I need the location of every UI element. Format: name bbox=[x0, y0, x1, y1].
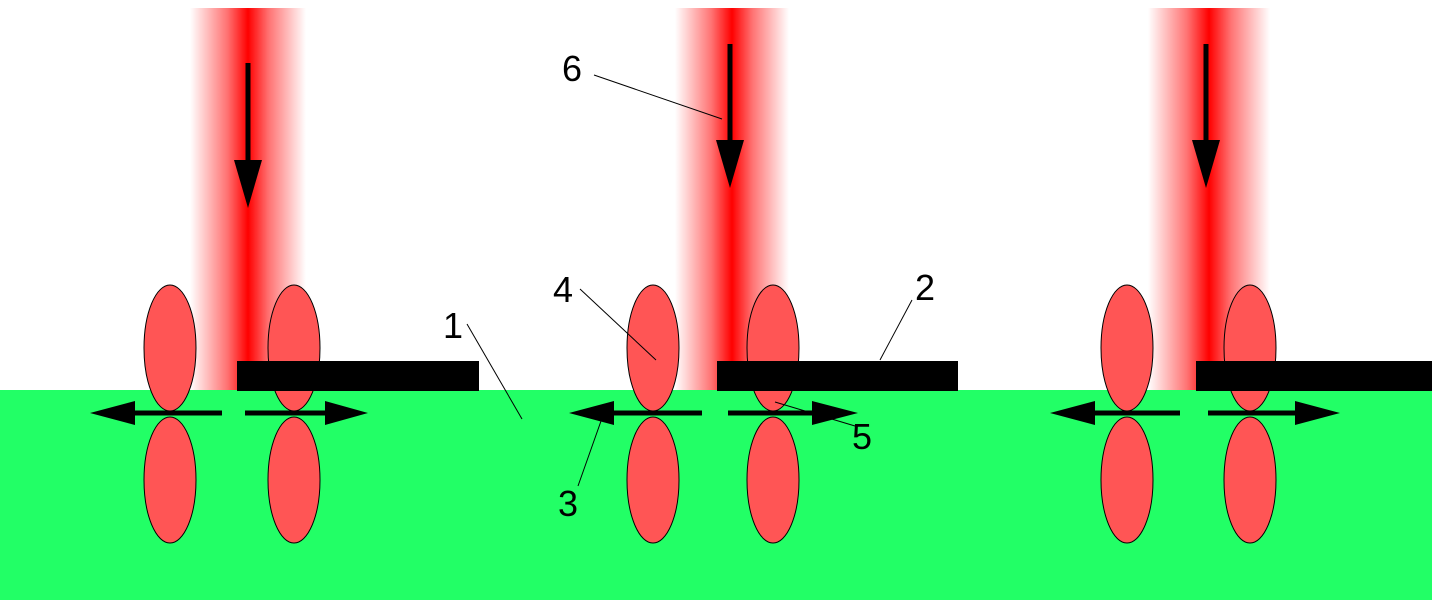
leader-6 bbox=[593, 74, 723, 120]
callout-6: 6 bbox=[562, 48, 582, 89]
leader-2 bbox=[879, 299, 913, 361]
callout-2: 2 bbox=[915, 267, 935, 308]
lobe-bottom-under-mask bbox=[267, 416, 321, 544]
lobe-top-left bbox=[143, 284, 197, 412]
panel-right bbox=[1050, 8, 1432, 544]
lobe-top-under-mask bbox=[746, 284, 800, 412]
lobe-top-left bbox=[626, 284, 680, 412]
left-arrow bbox=[1050, 401, 1180, 425]
incident-arrow bbox=[234, 63, 262, 208]
lobe-top-under-mask bbox=[267, 284, 321, 412]
callout-1: 1 bbox=[443, 305, 463, 346]
leader-4 bbox=[579, 288, 657, 361]
panel-left bbox=[90, 8, 479, 544]
incident-arrow bbox=[1192, 44, 1220, 188]
leader-3 bbox=[577, 420, 602, 487]
leader-1 bbox=[466, 323, 523, 420]
substrate bbox=[0, 390, 1432, 600]
lobe-top-under-mask bbox=[1223, 284, 1277, 412]
panel-middle bbox=[569, 8, 958, 544]
lobe-bottom-left bbox=[143, 416, 197, 544]
lobe-bottom-under-mask bbox=[1223, 416, 1277, 544]
leader-lines bbox=[466, 74, 913, 487]
incident-arrow bbox=[716, 44, 744, 188]
leader-5 bbox=[774, 401, 856, 427]
callout-5: 5 bbox=[852, 416, 872, 457]
right-arrow bbox=[245, 401, 368, 425]
mask bbox=[1196, 361, 1432, 391]
lobe-top-left bbox=[1100, 284, 1154, 412]
callout-3: 3 bbox=[558, 483, 578, 524]
callout-4: 4 bbox=[553, 269, 573, 310]
lobe-bottom-left bbox=[626, 416, 680, 544]
mask bbox=[237, 361, 479, 391]
lobe-bottom-under-mask bbox=[746, 416, 800, 544]
left-arrow bbox=[569, 401, 702, 425]
lobe-bottom-left bbox=[1100, 416, 1154, 544]
mask bbox=[717, 361, 958, 391]
right-arrow bbox=[728, 401, 858, 425]
right-arrow bbox=[1208, 401, 1340, 425]
left-arrow bbox=[90, 401, 222, 425]
